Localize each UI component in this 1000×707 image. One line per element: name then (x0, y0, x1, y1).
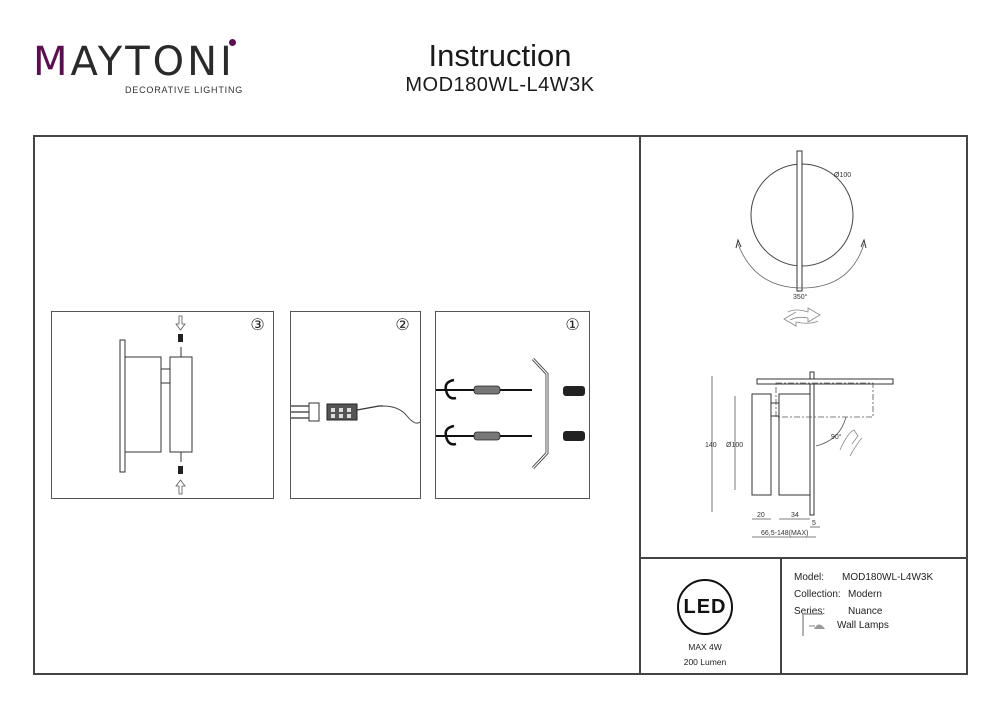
width-a-label: 20 (757, 512, 765, 519)
step-2-panel: ② (290, 311, 421, 499)
connector-block (160, 368, 171, 384)
front-view-drawing (735, 150, 867, 327)
side-diameter-label: Ø100 (726, 442, 744, 449)
led-badge: LED (677, 579, 733, 635)
spec-category-value: Wall Lamps (837, 620, 889, 631)
height-label: 140 (705, 442, 717, 449)
screw-icon (473, 385, 501, 395)
document-title: Instruction (428, 38, 572, 73)
wire-nut (308, 402, 320, 422)
tilted-body-outline (775, 382, 874, 418)
step-number: ① (565, 315, 580, 334)
spec-series-value: Nuance (848, 606, 883, 617)
screw-icon (473, 431, 501, 441)
step-3-panel: ③ (51, 311, 274, 499)
lamp-bar (796, 150, 803, 292)
tilt-arrows-icon (839, 429, 863, 457)
wall-anchor (563, 431, 585, 441)
spec-collection-value: Modern (848, 589, 882, 600)
arrow-up-icon (175, 479, 186, 495)
brand-logo-accent-letter: M (33, 39, 71, 85)
lamp-base-side (778, 393, 811, 496)
tilt-arc (815, 416, 847, 447)
step-1-illustration (436, 357, 585, 470)
brand-logo: MAYTONI (33, 42, 235, 82)
spec-model-label: Model: (794, 572, 825, 583)
hook-icon (444, 424, 457, 446)
width-b-label: 34 (791, 512, 799, 519)
frame-divider-horizontal (640, 557, 966, 559)
document-model: MOD180WL-L4W3K (405, 74, 595, 96)
front-diameter-label: Ø100 (834, 172, 852, 179)
lamp-body-front (169, 356, 193, 453)
step-1-panel: ① (435, 311, 590, 499)
brand-logo-text: AYTONI (70, 39, 235, 85)
step-number: ③ (250, 315, 265, 334)
step-number: ② (395, 315, 410, 334)
info-divider-vertical (780, 558, 782, 673)
step-3-illustration (119, 315, 193, 495)
brand-tagline: DECORATIVE LIGHTING (125, 85, 244, 95)
tilt-angle-label: 90° (831, 434, 842, 441)
wall-anchor (563, 386, 585, 396)
rotation-angle-label: 350° (793, 294, 808, 301)
wall-plate-side (809, 371, 815, 516)
spec-model-value: MOD180WL-L4W3K (842, 572, 934, 583)
depth-label: 66,5-148(MAX) (761, 530, 809, 537)
wall-plate (119, 339, 126, 473)
plate-thickness-label: 5 (812, 520, 816, 527)
spec-series-label: Series: (794, 606, 826, 617)
frame-divider-vertical (639, 135, 641, 673)
tilted-bar (756, 378, 894, 385)
spec-collection-label: Collection: (794, 589, 841, 600)
led-badge-label: LED (683, 596, 727, 618)
screw-top (178, 334, 183, 342)
brand-logo-dot (229, 39, 236, 46)
mounting-bracket (531, 357, 549, 470)
screw-bottom (178, 466, 183, 474)
rotate-arrows-icon (783, 307, 821, 327)
lamp-disc-side (751, 393, 772, 496)
led-power: MAX 4W (688, 642, 722, 652)
arrow-down-icon (175, 315, 186, 331)
rotation-arc (737, 243, 865, 289)
pivot-joint (770, 402, 780, 417)
side-view-drawing (711, 371, 894, 538)
hook-icon (444, 378, 457, 400)
step-2-illustration (291, 402, 420, 424)
led-lumen: 200 Lumen (683, 657, 727, 667)
drawing-frame (33, 135, 968, 675)
lamp-body-back (124, 356, 162, 453)
wall-lamp-icon (802, 613, 825, 636)
